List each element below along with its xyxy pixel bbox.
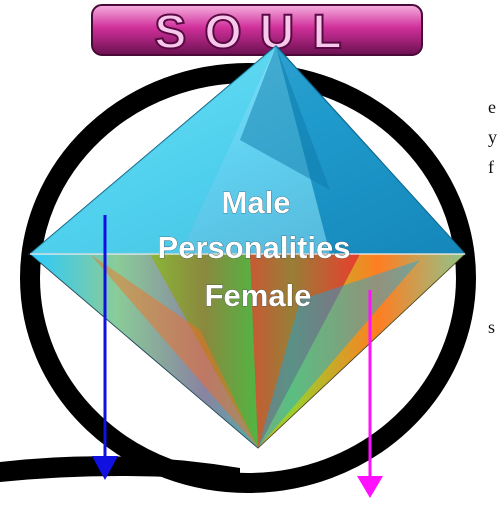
ground-stroke xyxy=(0,456,240,482)
label-male: Male xyxy=(222,185,291,220)
soul-title: SOUL xyxy=(92,5,422,59)
magenta-arrow-head xyxy=(357,476,383,498)
label-female: Female xyxy=(205,278,312,313)
title-text: SOUL xyxy=(154,6,359,59)
label-personalities: Personalities xyxy=(158,230,351,265)
